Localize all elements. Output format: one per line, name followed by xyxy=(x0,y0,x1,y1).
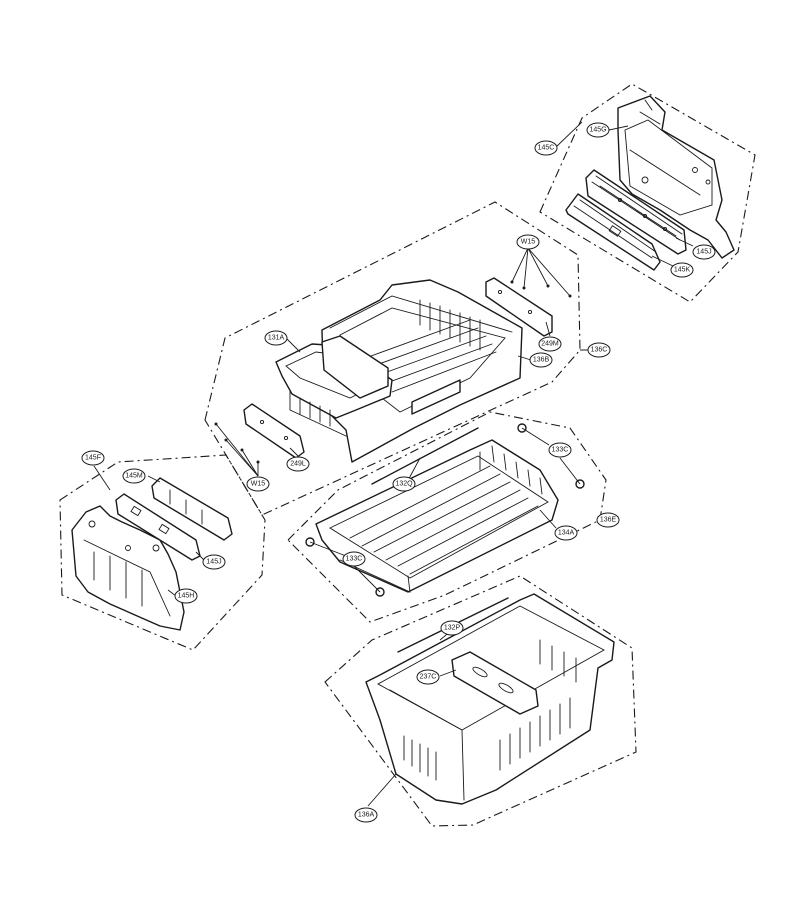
basket-136A xyxy=(365,593,615,805)
rail-249M xyxy=(485,277,553,337)
callout-134A: 134A xyxy=(554,525,578,541)
callouts: 145C 145G 145J 145K W15 131A 249M 136B xyxy=(81,122,716,823)
svg-text:134A: 134A xyxy=(558,530,575,537)
callout-133C-bottom: 133C xyxy=(342,551,366,567)
bracket-145G xyxy=(617,95,735,259)
svg-text:145G: 145G xyxy=(589,127,606,134)
svg-text:145M: 145M xyxy=(125,473,143,480)
callout-237C: 237C xyxy=(416,669,440,685)
boundary-145F xyxy=(59,454,266,651)
callout-145M: 145M xyxy=(122,468,146,484)
bottom-basket-136A xyxy=(365,593,615,805)
basket-136B xyxy=(321,279,523,463)
boundary-136E xyxy=(287,411,607,623)
svg-text:145K: 145K xyxy=(674,267,691,274)
svg-text:132P: 132P xyxy=(444,625,461,632)
callout-136A: 136A xyxy=(354,807,378,823)
bracket-assembly-145C xyxy=(565,95,735,271)
middle-tray-136E xyxy=(305,423,585,597)
callout-145C-top: 145C xyxy=(534,140,558,156)
rod-132Q xyxy=(371,427,479,485)
svg-text:136A: 136A xyxy=(358,812,375,819)
callout-136C: 136C xyxy=(587,342,611,358)
svg-text:132Q: 132Q xyxy=(395,481,413,488)
svg-text:131A: 131A xyxy=(268,335,285,342)
cover-145M xyxy=(151,477,233,541)
upper-drawer-136C xyxy=(214,277,572,464)
svg-text:145H: 145H xyxy=(178,593,195,600)
callout-W15-bottom: W15 xyxy=(246,476,270,492)
callout-145J-top: 145J xyxy=(692,244,716,260)
svg-text:249M: 249M xyxy=(541,341,559,348)
callout-131A: 131A xyxy=(264,330,288,346)
callout-145K: 145K xyxy=(670,262,694,278)
callout-136B: 136B xyxy=(529,352,553,368)
callout-145G: 145G xyxy=(586,122,610,138)
svg-text:237C: 237C xyxy=(420,674,437,681)
svg-text:249L: 249L xyxy=(290,461,306,468)
bracket-145H xyxy=(71,505,185,631)
svg-text:145F: 145F xyxy=(85,455,101,462)
svg-text:W15: W15 xyxy=(251,481,266,488)
boundary-145C xyxy=(539,83,756,303)
rail-249L xyxy=(243,403,305,459)
callout-249M: 249M xyxy=(538,336,562,352)
callout-145F: 145F xyxy=(81,450,105,466)
tray-134A xyxy=(315,439,559,593)
boundary-136A xyxy=(324,575,637,827)
svg-text:W15: W15 xyxy=(521,239,536,246)
callout-W15-top: W15 xyxy=(516,234,540,250)
callout-145J-left: 145J xyxy=(202,554,226,570)
boundary-136C xyxy=(204,201,581,516)
svg-text:145C: 145C xyxy=(538,145,555,152)
callout-136E: 136E xyxy=(596,512,620,528)
callout-132P: 132P xyxy=(440,620,464,636)
bracket-assembly-145F xyxy=(71,477,233,631)
rail-145J-top xyxy=(585,169,687,255)
callout-145H: 145H xyxy=(174,588,198,604)
svg-text:133C: 133C xyxy=(552,447,569,454)
callout-133C-top: 133C xyxy=(548,442,572,458)
callout-249L: 249L xyxy=(286,456,310,472)
callout-132Q: 132Q xyxy=(392,476,416,492)
svg-text:136E: 136E xyxy=(600,517,617,524)
leader-lines xyxy=(93,121,694,807)
svg-text:136B: 136B xyxy=(533,357,550,364)
svg-text:136C: 136C xyxy=(591,347,608,354)
svg-text:133C: 133C xyxy=(346,556,363,563)
svg-text:145J: 145J xyxy=(696,249,711,256)
group-boundaries xyxy=(59,83,756,827)
svg-text:145J: 145J xyxy=(206,559,221,566)
